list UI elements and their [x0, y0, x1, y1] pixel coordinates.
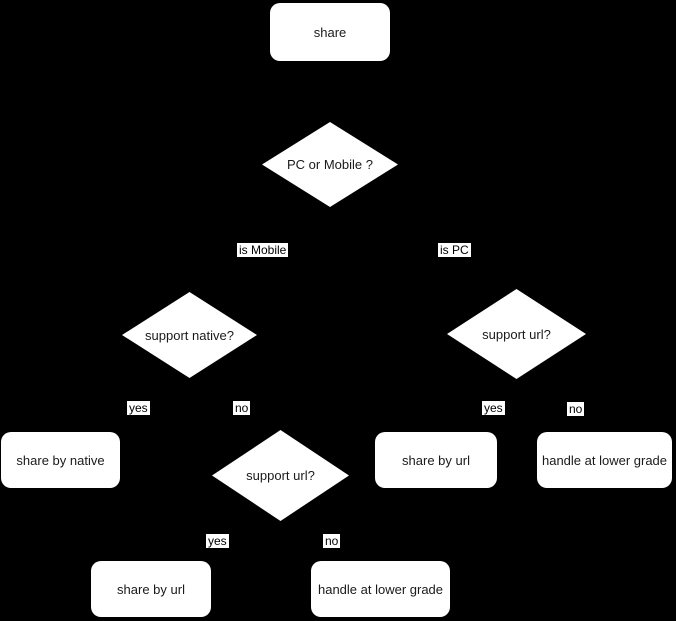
- edge-label-is-mobile: is Mobile: [237, 243, 289, 257]
- start-node-share: share: [270, 3, 390, 61]
- edge-label-support-url-pc-yes: yes: [482, 401, 505, 415]
- edge-label-support-native-yes: yes: [127, 401, 150, 415]
- edge-label-support-url-mobile-no: no: [323, 534, 341, 548]
- decision-pc-or-mobile: PC or Mobile ?: [262, 122, 398, 207]
- decision-support-native: support native?: [122, 292, 257, 378]
- edge-label-support-url-pc-no: no: [567, 402, 585, 416]
- node-share-by-url-pc: share by url: [375, 432, 497, 488]
- decision-support-url-pc: support url?: [447, 289, 586, 379]
- node-share-by-native: share by native: [1, 432, 120, 488]
- node-handle-at-lower-grade-mobile: handle at lower grade: [311, 561, 450, 617]
- edge-label-support-native-no: no: [233, 401, 251, 415]
- edge-label-support-url-mobile-yes: yes: [206, 534, 229, 548]
- edge-label-is-pc: is PC: [438, 243, 471, 257]
- node-share-by-url-mobile: share by url: [91, 561, 211, 617]
- node-handle-at-lower-grade-pc: handle at lower grade: [537, 432, 672, 488]
- decision-support-url-mobile: support url?: [212, 430, 349, 521]
